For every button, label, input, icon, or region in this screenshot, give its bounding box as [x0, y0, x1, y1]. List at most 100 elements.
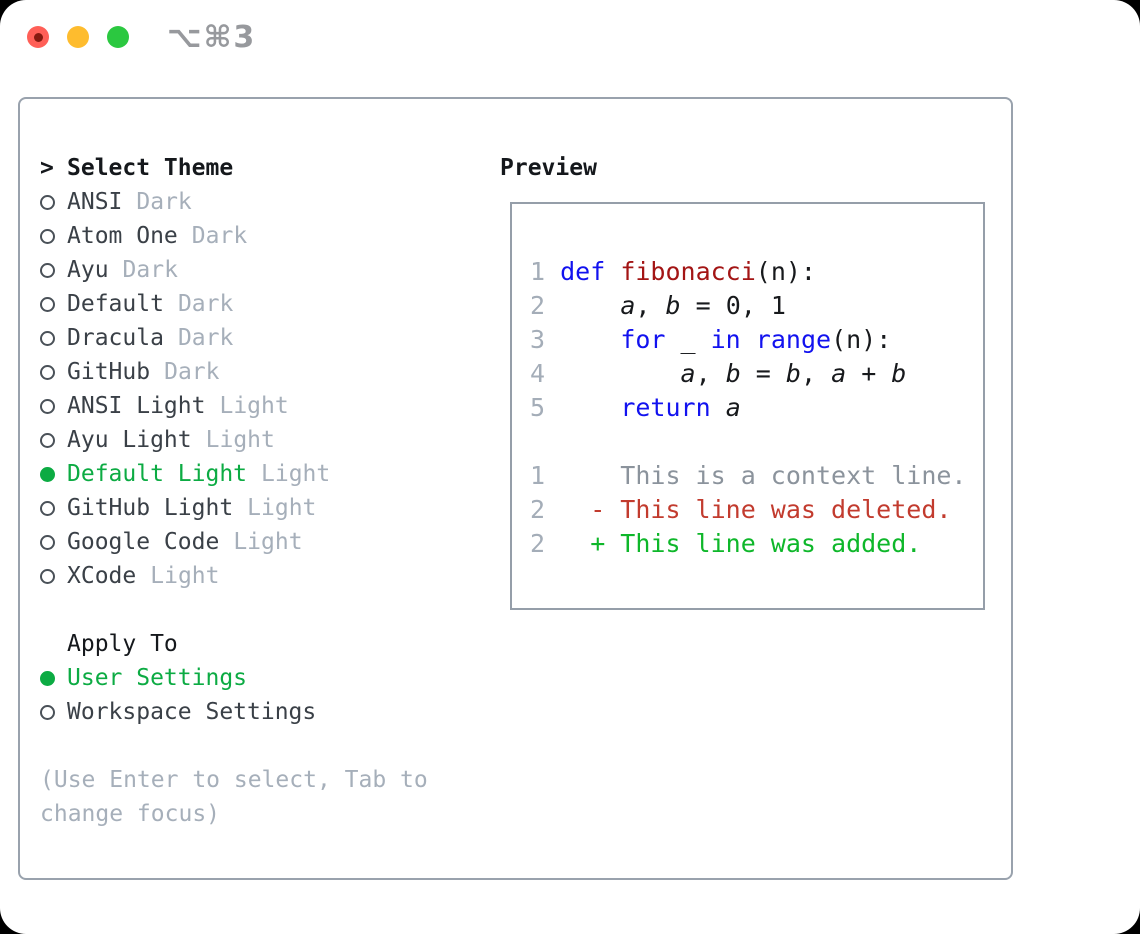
radio-icon: [40, 262, 55, 278]
radio-icon: [40, 296, 55, 312]
diff-text: This line was deleted.: [620, 494, 952, 524]
diff-context-line: 1 This is a context line.: [530, 458, 983, 492]
radio-cell: [40, 704, 67, 720]
radio-icon: [40, 228, 55, 244]
close-button[interactable]: [27, 26, 49, 48]
minimize-button[interactable]: [67, 26, 89, 48]
code-keyword: in: [710, 324, 741, 354]
code-variable: a: [680, 358, 696, 388]
theme-name: GitHub Light: [67, 495, 234, 521]
theme-variant-tag: Light: [150, 563, 220, 589]
line-number: 2: [530, 494, 546, 524]
code-text: =: [740, 358, 786, 388]
theme-variant-tag: Light: [205, 427, 275, 453]
radio-icon: [40, 194, 55, 210]
theme-variant-tag: Dark: [136, 189, 192, 215]
diff-text: This is a context line.: [620, 460, 967, 490]
theme-name: ANSI: [67, 189, 123, 215]
radio-icon: [40, 704, 55, 720]
code-text: _: [665, 324, 711, 354]
theme-variant-tag: Light: [261, 461, 331, 487]
theme-name: Default Light: [67, 461, 248, 487]
theme-option-atom-one-dark[interactable]: Atom One Dark: [40, 219, 470, 253]
apply-option-user-settings[interactable]: User Settings: [40, 661, 470, 695]
theme-list: > Select Theme ANSI Dark Atom One Dark A…: [40, 151, 470, 831]
radio-cell: [40, 432, 67, 448]
titlebar: ⌥⌘3: [27, 20, 256, 55]
theme-option-default-light[interactable]: Default Light Light: [40, 457, 470, 491]
code-text: (n):: [755, 256, 816, 286]
radio-cell: [40, 398, 67, 414]
theme-option-ansi-light[interactable]: ANSI Light Light: [40, 389, 470, 423]
radio-selected-icon: [40, 466, 55, 482]
theme-option-dracula-dark[interactable]: Dracula Dark: [40, 321, 470, 355]
code-variable: a: [831, 358, 847, 388]
preview-title: Preview: [500, 155, 597, 181]
apply-option-workspace-settings[interactable]: Workspace Settings: [40, 695, 470, 729]
code-keyword: return: [620, 392, 711, 422]
code-text: ,: [635, 290, 666, 320]
radio-cell: [40, 466, 67, 482]
code-text: [741, 325, 756, 354]
code-text: [560, 291, 620, 320]
theme-name: Ayu: [67, 257, 109, 283]
radio-icon: [40, 432, 55, 448]
diff-added-line: 2+This line was added.: [530, 526, 983, 560]
theme-name: Dracula: [67, 325, 164, 351]
zoom-button[interactable]: [107, 26, 129, 48]
line-number: 3: [530, 324, 546, 354]
diff-plus-marker: +: [590, 528, 606, 558]
code-variable: a: [725, 392, 741, 422]
theme-option-google-code[interactable]: Google Code Light: [40, 525, 470, 559]
theme-name: Google Code: [67, 529, 220, 555]
apply-to-title: Apply To: [67, 631, 178, 657]
diff-marker: [590, 461, 620, 490]
line-number: 5: [530, 392, 546, 422]
diff-minus-marker: -: [590, 494, 606, 524]
code-keyword: for: [620, 324, 666, 354]
theme-option-ayu-dark[interactable]: Ayu Dark: [40, 253, 470, 287]
apply-to-header: Apply To: [40, 627, 470, 661]
code-text: = 0, 1: [680, 290, 786, 320]
theme-option-github-light[interactable]: GitHub Light Light: [40, 491, 470, 525]
theme-variant-tag: Light: [219, 393, 289, 419]
radio-icon: [40, 568, 55, 584]
line-number: 2: [530, 290, 546, 320]
code-variable: b: [665, 290, 681, 320]
apply-option-label: User Settings: [67, 665, 248, 691]
theme-variant-tag: Dark: [164, 359, 220, 385]
blank-line: [530, 424, 983, 458]
radio-selected-icon: [40, 670, 55, 686]
radio-cell: [40, 670, 67, 686]
spacer: [40, 729, 470, 763]
theme-name: Atom One: [67, 223, 178, 249]
code-text: +: [846, 358, 892, 388]
code-text: ,: [695, 358, 726, 388]
radio-cell: [40, 364, 67, 380]
theme-option-default-dark[interactable]: Default Dark: [40, 287, 470, 321]
theme-variant-tag: Dark: [177, 291, 234, 317]
radio-cell: [40, 262, 67, 278]
line-number: 4: [530, 358, 546, 388]
radio-cell: [40, 194, 67, 210]
theme-option-github-dark[interactable]: GitHub Dark: [40, 355, 470, 389]
theme-option-xcode[interactable]: XCode Light: [40, 559, 470, 593]
code-text: [711, 393, 726, 422]
theme-option-ansi-dark[interactable]: ANSI Dark: [40, 185, 470, 219]
code-text: [560, 359, 680, 388]
select-theme-header: > Select Theme: [40, 151, 470, 185]
theme-option-ayu-light[interactable]: Ayu Light Light: [40, 423, 470, 457]
radio-cell: [40, 568, 67, 584]
radio-cell: [40, 500, 67, 516]
diff-text: This line was added.: [620, 528, 922, 558]
unsaved-dot-icon: [33, 32, 43, 42]
select-theme-title: Select Theme: [67, 155, 234, 181]
code-text: (n):: [831, 324, 892, 354]
spacer: [40, 593, 470, 627]
code-keyword: def: [560, 256, 606, 286]
help-text: (Use Enter to select, Tab to change focu…: [40, 767, 428, 827]
code-text: [560, 393, 620, 422]
